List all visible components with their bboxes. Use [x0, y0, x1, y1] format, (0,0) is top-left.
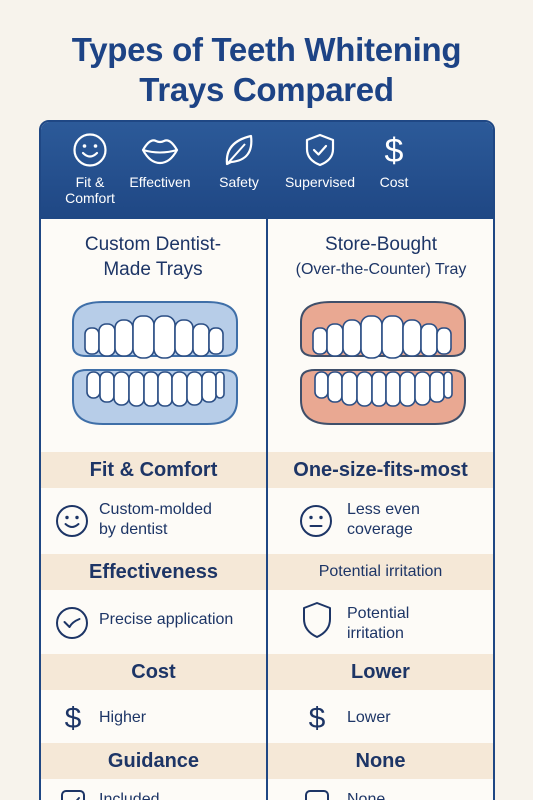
fit-text-left-line-2: by dentist [99, 521, 168, 538]
svg-text:$: $ [309, 702, 326, 734]
eff-band-right [268, 554, 493, 590]
store-tray-title-line-2: (Over-the-Counter) Tray [295, 261, 467, 278]
guide-band-right [268, 743, 493, 779]
fit-band-left [41, 452, 266, 488]
shield-icon [303, 602, 331, 638]
leaf-icon [225, 134, 253, 166]
checkbox-icon [61, 790, 85, 800]
fit-text-left-line-1: Custom-molded [99, 501, 212, 518]
custom-tray-illustration [72, 301, 238, 425]
shield-check-icon [305, 133, 335, 167]
minus-box-icon [305, 790, 329, 800]
header-item-fit: Fit & Comfort [59, 132, 121, 206]
store-tray-illustration [300, 301, 466, 425]
neutral-face-icon [300, 505, 332, 537]
guidance-label: Guidance [107, 750, 200, 772]
fit-text-right-line-1: Less even [347, 501, 420, 518]
guide-text-left: Included [99, 791, 160, 800]
header-label-fit: Fit & [75, 174, 105, 190]
cost-band-right [268, 654, 493, 690]
title-line-1: Types of Teeth Whitening [71, 31, 462, 68]
fit-text-right-line-2: coverage [347, 521, 413, 538]
fit-comfort-label: Fit & Comfort [89, 459, 218, 481]
lower-label: Lower [351, 661, 410, 683]
none-label: None [355, 750, 406, 772]
svg-text:$: $ [385, 132, 404, 168]
custom-tray-title-line-1: Custom Dentist- [84, 234, 222, 255]
store-tray-title: Store-Bought (Over-the-Counter) Tray [269, 232, 493, 282]
eff-text-right: Potential irritation [347, 604, 409, 644]
cost-band-left [41, 654, 266, 690]
dollar-icon: $ [65, 702, 82, 734]
header-label-cost: Cost [379, 174, 409, 190]
fit-text-right: Less even coverage [347, 500, 420, 540]
header-item-safety: Safety [213, 132, 265, 190]
dollar-icon: $ [385, 132, 404, 168]
dollar-icon: $ [309, 702, 326, 734]
custom-tray-title: Custom Dentist- Made Trays [41, 232, 265, 282]
title-line-2: Trays Compared [139, 71, 394, 108]
header-item-supervised: Supervised [279, 132, 361, 190]
header-item-cost: $ Cost [373, 132, 415, 190]
page-title: Types of Teeth Whitening Trays Compared [0, 30, 533, 110]
header-label-supervised: Supervised [284, 174, 356, 190]
effectiveness-label: Effectiveness [89, 561, 218, 583]
store-tray-title-line-1: Store-Bought [325, 234, 437, 255]
one-size-label: One-size-fits-most [293, 459, 468, 481]
custom-tray-title-line-2: Made Trays [103, 259, 203, 280]
fit-band-right [268, 452, 493, 488]
header-label-safety: Safety [219, 174, 259, 190]
header-label-effectiveness: Effectiven [129, 174, 191, 190]
comparison-card: Fit & Comfort Effectiven Safety Supervis… [39, 120, 495, 800]
header-label-comfort: Comfort [65, 190, 115, 206]
check-circle-icon [56, 607, 88, 639]
lips-icon [141, 139, 179, 165]
header-item-effectiveness: Effectiven [125, 132, 195, 190]
fit-text-left: Custom-molded by dentist [99, 500, 212, 540]
eff-text-right-line-2: irritation [347, 625, 404, 642]
guide-text-right: None [347, 791, 386, 800]
svg-text:$: $ [65, 702, 82, 734]
eff-band-left [41, 554, 266, 590]
eff-text-left: Precise application [99, 611, 234, 628]
cost-text-left: Higher [99, 709, 147, 726]
column-divider [266, 219, 268, 800]
cost-text-right: Lower [347, 709, 391, 726]
potential-irritation-label: Potential irritation [318, 563, 443, 580]
smiley-icon [56, 505, 88, 537]
eff-text-right-line-1: Potential [347, 605, 410, 622]
category-header: Fit & Comfort Effectiven Safety Supervis… [41, 122, 493, 219]
cost-label: Cost [131, 661, 176, 683]
guide-band-left [41, 743, 266, 779]
smiley-icon [73, 133, 107, 167]
